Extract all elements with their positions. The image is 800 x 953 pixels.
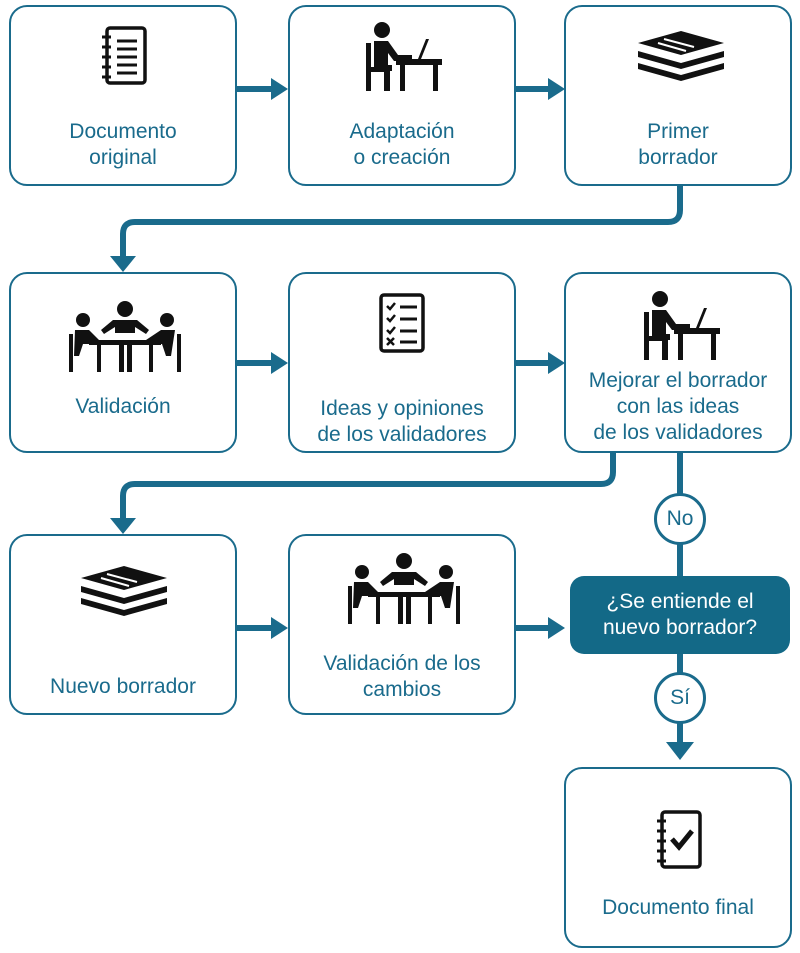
node-validacion-cambios: Validación de los cambios xyxy=(288,534,516,715)
decision-node: ¿Se entiende el nuevo borrador? xyxy=(570,576,790,654)
decision-line: ¿Se entiende el xyxy=(606,590,754,613)
label-line: o creación xyxy=(353,146,451,169)
node-label: Documento original xyxy=(11,119,235,171)
node-nuevo-borrador: Nuevo borrador xyxy=(9,534,237,715)
node-label: Documento final xyxy=(566,895,790,921)
node-label: Validación de los cambios xyxy=(290,651,514,703)
node-label: Adaptación o creación xyxy=(290,119,514,171)
node-label: Ideas y opiniones de los validadores xyxy=(290,396,514,448)
label-line: cambios xyxy=(362,678,442,701)
node-adaptacion: Adaptación o creación xyxy=(288,5,516,186)
paper-stack-icon xyxy=(638,31,724,81)
node-label: Nuevo borrador xyxy=(11,674,235,700)
node-label: Validación xyxy=(11,394,235,420)
meeting-icon xyxy=(348,553,460,624)
edge-label-no: No xyxy=(654,493,706,545)
notebook-check-icon xyxy=(657,810,702,869)
meeting-icon xyxy=(69,301,181,372)
node-label: Mejorar el borrador con las ideas de los… xyxy=(566,368,790,446)
label-line: de los validadores xyxy=(593,421,763,444)
node-documento-final: Documento final xyxy=(564,767,792,948)
label-line: con las ideas xyxy=(616,395,740,418)
label-line: Mejorar el borrador xyxy=(588,369,768,392)
paper-stack-icon xyxy=(81,566,167,616)
label-line: original xyxy=(89,146,157,169)
decision-line: nuevo borrador? xyxy=(602,616,758,639)
label-line: Validación xyxy=(75,395,171,418)
label-line: borrador xyxy=(638,146,718,169)
node-label: Primer borrador xyxy=(566,119,790,171)
node-validacion: Validación xyxy=(9,272,237,453)
label-line: Adaptación xyxy=(349,120,455,143)
checklist-icon xyxy=(379,293,425,353)
label-line: de los validadores xyxy=(317,423,487,446)
notebook-icon xyxy=(102,26,147,85)
arrowheads xyxy=(110,78,694,760)
node-ideas: Ideas y opiniones de los validadores xyxy=(288,272,516,453)
label-line: Primer xyxy=(647,120,709,143)
node-documento-original: Documento original xyxy=(9,5,237,186)
label-line: Documento final xyxy=(602,896,754,919)
label-line: Nuevo borrador xyxy=(50,675,196,698)
label-line: Documento xyxy=(69,120,177,143)
label-line: Ideas y opiniones xyxy=(320,397,484,420)
node-mejorar: Mejorar el borrador con las ideas de los… xyxy=(564,272,792,453)
person-at-desk-icon xyxy=(644,291,720,360)
person-at-desk-icon xyxy=(366,22,442,91)
edge-label-si: Sí xyxy=(654,672,706,724)
label-line: Validación de los xyxy=(323,652,481,675)
node-primer-borrador: Primer borrador xyxy=(564,5,792,186)
